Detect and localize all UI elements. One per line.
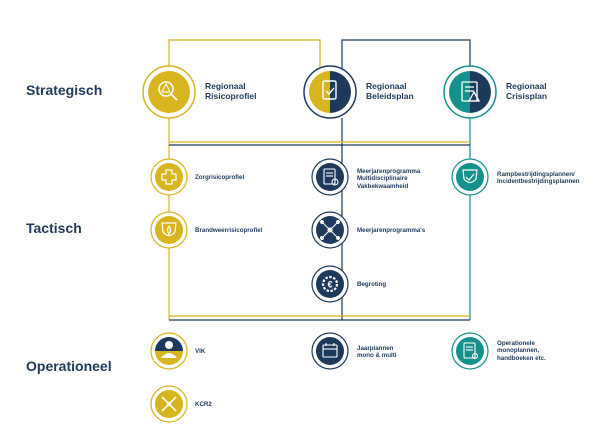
node-label-line: Crisisplan (506, 91, 548, 102)
document-list-icon (323, 168, 339, 186)
connector-navy-top (341, 39, 471, 68)
node-label-line: VIK (195, 348, 206, 355)
node-brandweerrisicoprofiel: Brandweerrisicoprofiel (195, 227, 262, 234)
risicoprofiel-circle (142, 65, 196, 119)
node-label-line: Meerjarenprogramma (357, 168, 421, 175)
svg-text:€: € (327, 280, 332, 290)
node-begroting: Begroting (357, 281, 386, 288)
node-kcr2: KCR2 (195, 401, 212, 408)
meerjarenprogramma-multi-circle (311, 158, 349, 196)
crisisplan-circle (443, 65, 497, 119)
jaarplannen-circle (311, 332, 349, 370)
clipboard-warning-icon (461, 81, 481, 102)
node-label-line: Regionaal (506, 81, 547, 91)
person-icon (161, 341, 177, 358)
node-label-line: Regionaal (366, 81, 407, 91)
node-meerjarenprogrammas: Meerjarenprogramma's (357, 227, 425, 234)
tier-label-operational: Operationeel (26, 358, 112, 374)
node-zorgrisicoprofiel: Zorgrisicoprofiel (195, 174, 244, 181)
kcr2-circle (150, 385, 188, 423)
node-label-line: Vakbekwaamheid (357, 182, 409, 190)
book-icon (463, 342, 479, 360)
node-label-line: Operationele (497, 340, 535, 347)
node-label-line: Regionaal (205, 81, 246, 91)
calendar-icon (322, 343, 338, 358)
tier-label-strategic: Strategisch (26, 82, 103, 98)
node-label-line: monoplannen, (497, 347, 540, 355)
magnifier-warning-icon (158, 81, 178, 101)
fire-shield-icon (161, 222, 177, 237)
connector-gold-top (168, 39, 321, 68)
node-label-line: Multidisciplinaire (357, 175, 408, 183)
zorgrisicoprofiel-circle (150, 158, 188, 196)
node-label-line: mono & multi (357, 352, 397, 360)
node-label-line: Beleidsplan (366, 91, 414, 102)
node-label-line: handboeken etc. (497, 354, 546, 362)
begroting-circle: € (311, 265, 349, 303)
node-label-line: Meerjarenprogramma's (357, 227, 426, 234)
connectors (168, 39, 471, 321)
node-label-line: KCR2 (195, 401, 212, 408)
rampbestrijdingsplannen-circle (451, 158, 489, 196)
node-label-line: Jaarplannen (357, 345, 394, 352)
medical-cross-icon (161, 169, 177, 185)
node-label-line: Incidentbestrijdingsplannen (497, 178, 580, 186)
node-label-line: Risicoprofiel (205, 91, 257, 102)
node-rampbestrijdingsplannen: Rampbestrijdingsplannen/Incidentbestrijd… (497, 171, 580, 186)
document-check-icon (322, 80, 337, 100)
euro-gear-icon (321, 275, 339, 293)
tier-label-tactical: Tactisch (26, 220, 82, 236)
brandweerrisicoprofiel-circle (150, 211, 188, 249)
beleidsplan-circle (303, 65, 357, 119)
node-label-line: Zorgrisicoprofiel (195, 174, 245, 181)
vik-circle (150, 332, 188, 370)
shield-check-icon (462, 169, 478, 184)
node-label-line: Rampbestrijdingsplannen/ (497, 171, 575, 178)
node-vik: VIK (195, 348, 205, 355)
node-label-line: Begroting (357, 281, 387, 288)
node-label-line: Brandweerrisicoprofiel (195, 227, 263, 234)
network-icon (320, 220, 340, 240)
operationele-plannen-circle (451, 332, 489, 370)
meerjarenprogrammas-circle (311, 211, 349, 249)
